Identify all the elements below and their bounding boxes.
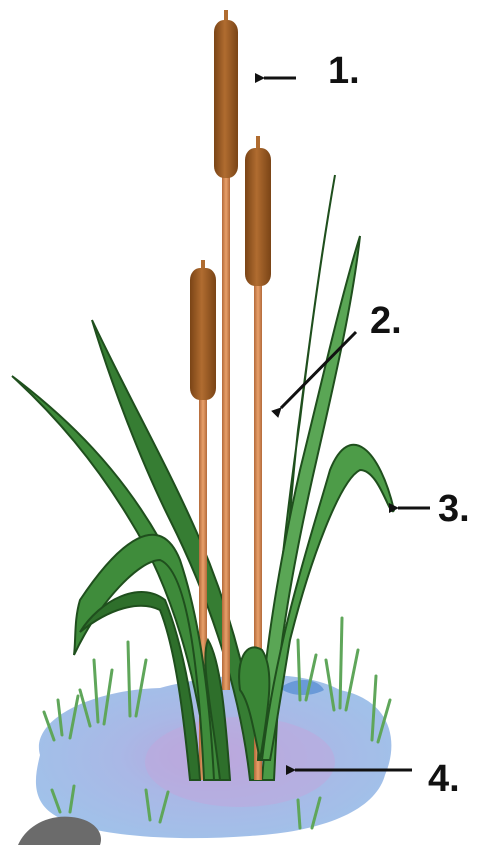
arrows — [264, 78, 430, 770]
label-1: 1. — [328, 52, 360, 90]
label-4: 4. — [428, 760, 460, 798]
label-2: 2. — [370, 302, 402, 340]
label-3: 3. — [438, 490, 470, 528]
